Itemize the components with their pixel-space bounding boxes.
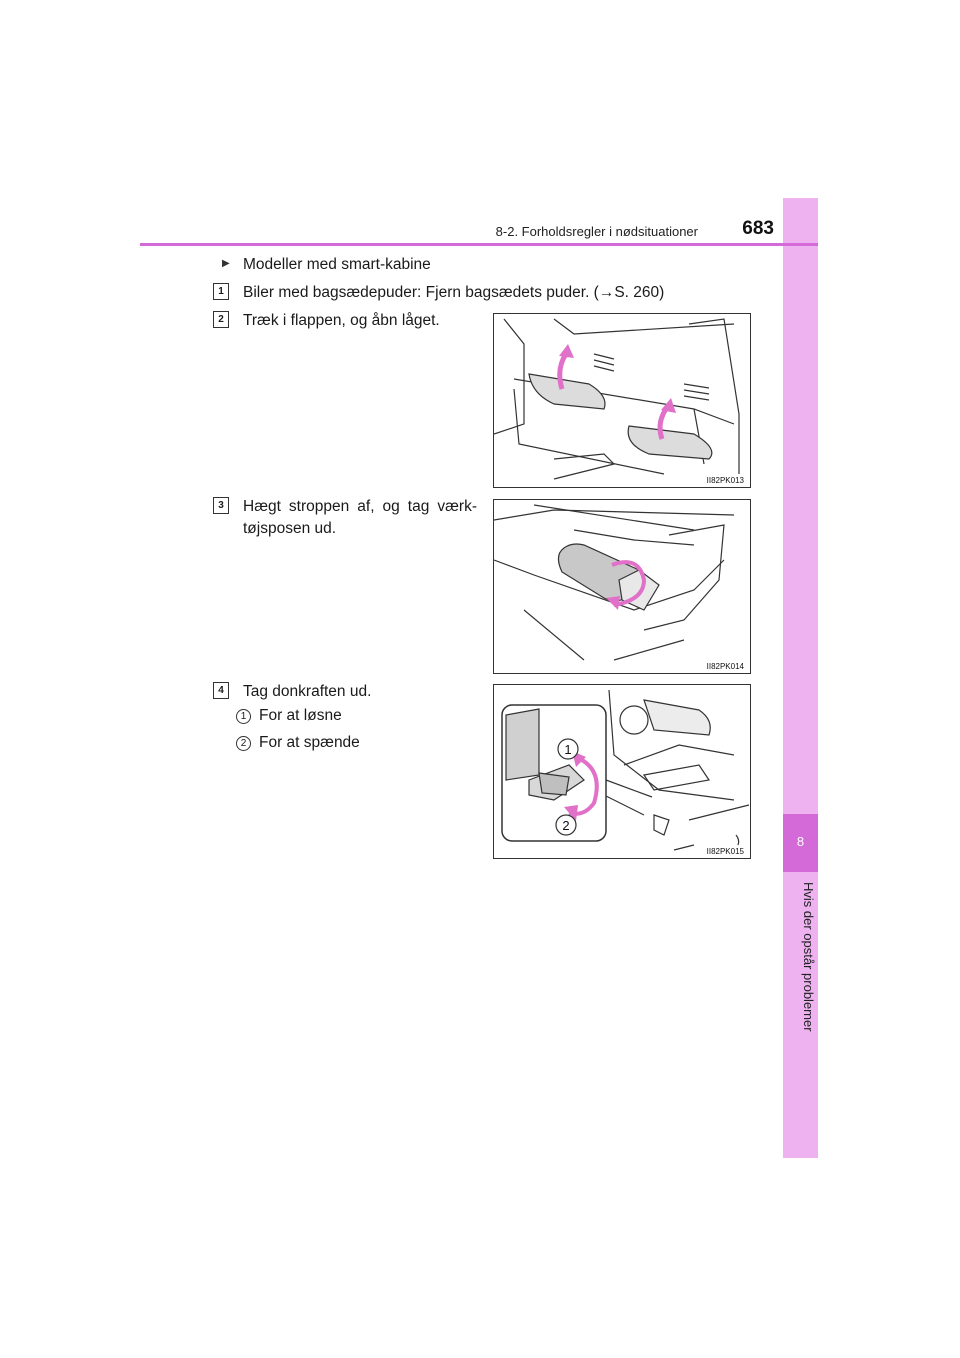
step-1-number: 1 (213, 283, 229, 300)
figure-code: II82PK015 (706, 847, 744, 856)
step-3-text-line2: tøjsposen ud. (243, 520, 337, 537)
jack-illustration: 1 2 (501, 689, 750, 851)
chapter-number-tab: 8 (783, 814, 818, 872)
step-4-number: 4 (213, 682, 229, 699)
lids-illustration (494, 318, 740, 480)
figure-code: II82PK013 (706, 476, 744, 485)
callout-1: 1 (564, 742, 571, 757)
section-title: 8-2. Forholdsregler i nødsituationer (495, 224, 698, 239)
tool-bag-illustration (494, 504, 735, 661)
sub-item-2-text: For at spænde (259, 734, 360, 751)
step-2-number: 2 (213, 311, 229, 328)
step-3-number: 3 (213, 497, 229, 514)
sub-item-1-number: 1 (236, 709, 251, 724)
figure-open-lids: II82PK013 (493, 313, 751, 488)
step-4-text: Tag donkraften ud. (243, 683, 372, 700)
figure-code: II82PK014 (706, 662, 744, 671)
step-1-text: Biler med bagsædepuder: Fjern bagsædets … (243, 284, 665, 301)
figure-tool-bag: II82PK014 (493, 499, 751, 674)
triangle-bullet-icon: ▶ (222, 258, 230, 269)
chapter-number: 8 (796, 834, 805, 849)
sub-item-1-text: For at løsne (259, 707, 342, 724)
rotate-arrow-icon (611, 560, 647, 607)
figure-jack: 1 2 II82PK015 (493, 684, 751, 859)
callout-2: 2 (562, 818, 569, 833)
chapter-label: Hvis der opstår problemer (801, 882, 816, 1032)
sub-item-2-number: 2 (236, 736, 251, 751)
step-3-text-line1: Hægt stroppen af, og tag værk- (243, 498, 477, 515)
step-2-text: Træk i flappen, og åbn låget. (243, 312, 440, 329)
loosen-tighten-arrow-icon (568, 756, 599, 816)
intro-text: Modeller med smart-kabine (243, 256, 431, 273)
page-number: 683 (742, 218, 774, 239)
header-divider (140, 243, 818, 246)
side-tab (783, 198, 818, 1158)
